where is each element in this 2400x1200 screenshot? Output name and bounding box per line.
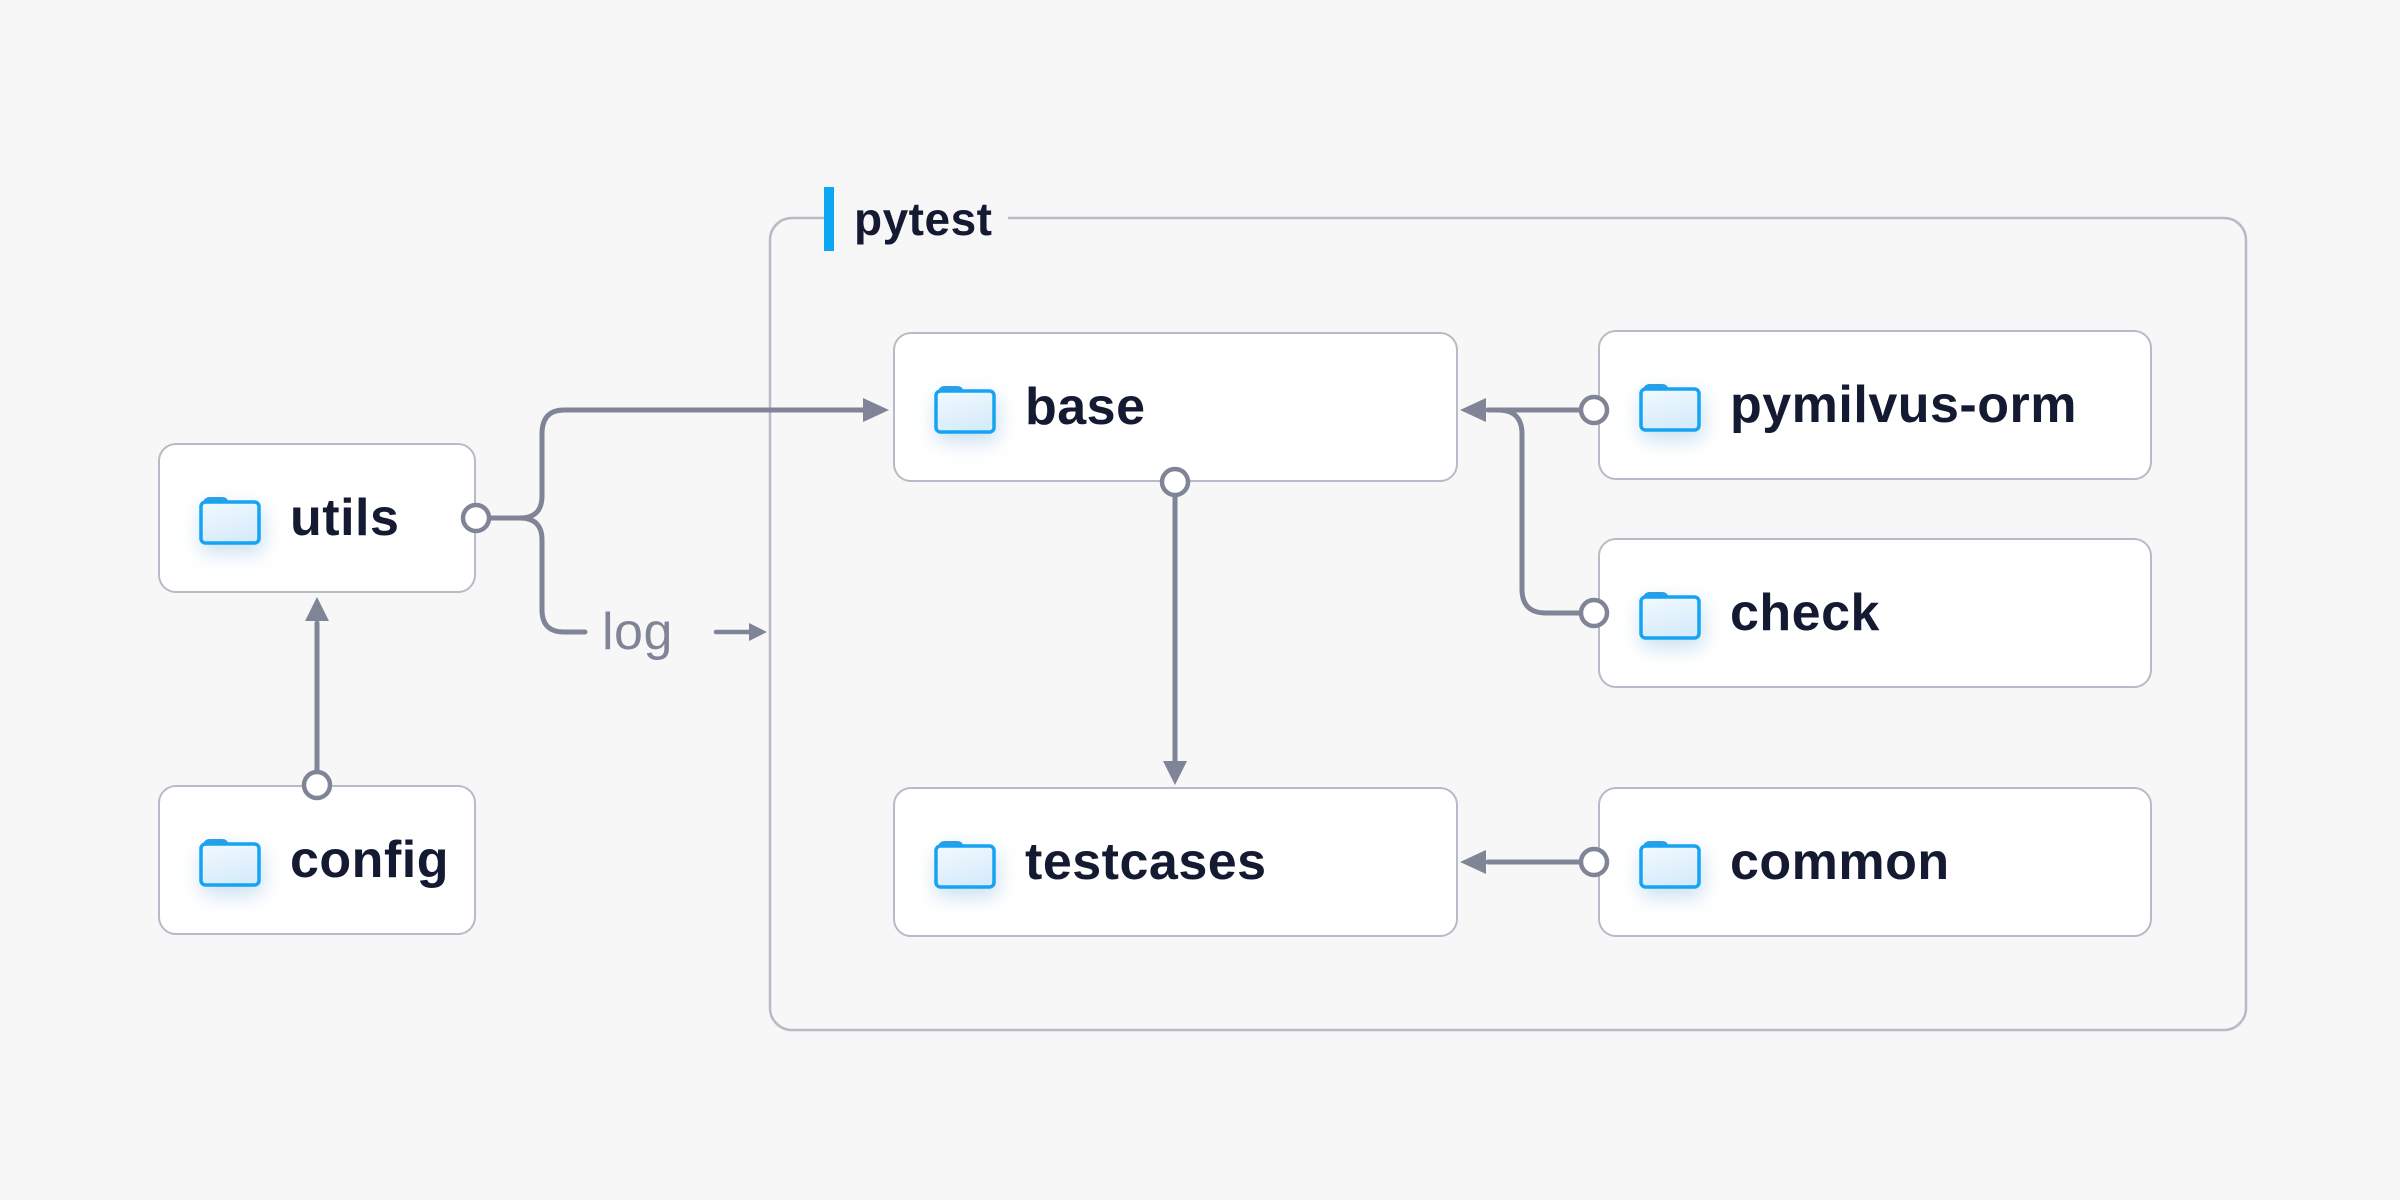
edge-base-testcases bbox=[1159, 466, 1191, 785]
folder-icon bbox=[934, 841, 996, 889]
edge-config-utils bbox=[301, 597, 333, 801]
node-label: pymilvus-orm bbox=[1730, 376, 2077, 434]
accent-bar bbox=[824, 187, 834, 251]
edge-common-testcases bbox=[1460, 846, 1610, 878]
edge-label-log: log bbox=[602, 603, 673, 661]
node-check: check bbox=[1598, 538, 2152, 688]
pytest-group-label: pytest bbox=[824, 187, 1009, 251]
folder-icon bbox=[1639, 841, 1701, 889]
node-testcases: testcases bbox=[893, 787, 1458, 937]
folder-icon bbox=[199, 497, 261, 545]
node-base: base bbox=[893, 332, 1458, 482]
node-label: config bbox=[290, 831, 449, 889]
edge-check-base bbox=[1495, 407, 1610, 629]
node-label: base bbox=[1025, 378, 1146, 436]
node-label: common bbox=[1730, 833, 1950, 891]
node-common: common bbox=[1598, 787, 2152, 937]
node-utils: utils bbox=[158, 443, 476, 593]
folder-icon bbox=[199, 839, 261, 887]
edge-utils-base bbox=[487, 398, 889, 521]
node-label: utils bbox=[290, 489, 400, 547]
group-title: pytest bbox=[854, 193, 993, 245]
folder-icon bbox=[1639, 384, 1701, 432]
folder-icon bbox=[934, 386, 996, 434]
edge-pymilvus-orm-base bbox=[1460, 394, 1610, 426]
folder-icon bbox=[1639, 592, 1701, 640]
node-label: testcases bbox=[1025, 833, 1267, 891]
node-pymilvus-orm: pymilvus-orm bbox=[1598, 330, 2152, 480]
node-config: config bbox=[158, 785, 476, 935]
node-label: check bbox=[1730, 584, 1880, 642]
